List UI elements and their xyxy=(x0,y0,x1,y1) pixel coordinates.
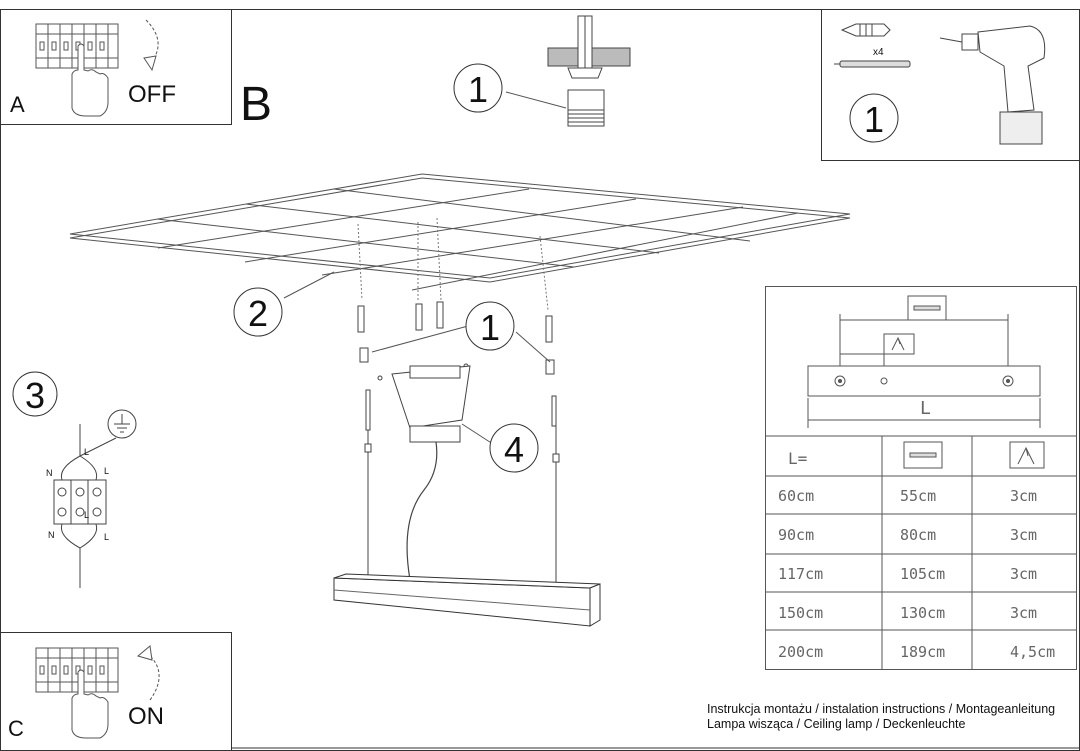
wall-plug-icon xyxy=(840,23,891,37)
callout-ceiling xyxy=(233,287,283,337)
panel-a-switch-off: A OFF xyxy=(0,9,232,125)
screw-icon xyxy=(834,60,911,68)
panel-c-switch-on: C ON xyxy=(0,632,232,751)
ceiling-leader xyxy=(283,271,335,299)
panel-b-letter: B xyxy=(240,78,272,131)
dimension-panel: L xyxy=(765,286,1077,670)
table-cell-r3-c2: 105cm xyxy=(900,565,945,583)
terminal-block-diagram xyxy=(53,424,117,588)
footer-text: Instrukcja montażu / instalation instruc… xyxy=(707,702,1055,732)
table-cell-r3-c3: 3cm xyxy=(1010,565,1037,583)
hanger-icon xyxy=(891,336,905,351)
status-off-label: OFF xyxy=(128,81,176,108)
power-cable xyxy=(406,441,438,581)
table-cell-r5-c3: 4,5cm xyxy=(1010,643,1055,661)
panel-a-letter: A xyxy=(10,92,25,117)
callout-wiring xyxy=(12,371,58,417)
callout-anchor-detail-number: 1 xyxy=(468,69,488,110)
table-cell-r2-c2: 80cm xyxy=(900,526,936,544)
arrow-up-icon xyxy=(145,651,160,701)
callout-anchors-number: 1 xyxy=(480,307,500,348)
table-cell-r4-c1: 150cm xyxy=(778,604,823,622)
table-cell-r2-c1: 90cm xyxy=(778,526,814,544)
table-cell-r1-c1: 60cm xyxy=(778,487,814,505)
hanger-icon xyxy=(1009,441,1045,469)
table-cell-r1-c2: 55cm xyxy=(900,487,936,505)
breaker-panel-icon xyxy=(35,647,119,693)
ceiling-lamp-body xyxy=(333,573,601,627)
size-table: L= xyxy=(765,435,1076,670)
callout-anchors xyxy=(465,301,515,351)
hand-icon xyxy=(71,669,109,739)
footer-line-1: Instrukcja montażu / instalation instruc… xyxy=(707,702,1056,716)
size-table-rows: 60cm 55cm 3cm 90cm 80cm 3cm 117cm 105cm 3cm 150cm… xyxy=(778,487,1055,661)
length-label: L xyxy=(920,398,931,419)
hand-icon xyxy=(71,43,109,117)
anchor-detail xyxy=(505,15,631,127)
table-cell-r1-c3: 3cm xyxy=(1010,487,1037,505)
callout-junction-box-number: 4 xyxy=(504,429,524,470)
drill-guide-lines xyxy=(357,217,549,311)
status-on-label: ON xyxy=(128,703,164,730)
callout-junction-box xyxy=(489,423,539,473)
screw-icon xyxy=(903,441,943,469)
screw-icon xyxy=(913,305,941,311)
wire-label-l-mid: L xyxy=(84,510,89,520)
wire-label-n-top: N xyxy=(46,468,53,478)
callout-anchor-detail xyxy=(453,63,503,113)
drill-icon xyxy=(939,25,1046,145)
callout-ceiling-number: 2 xyxy=(248,293,268,334)
wire-label-n-bottom: N xyxy=(48,530,55,540)
footer-line-2: Lampa wisząca / Ceiling lamp / Deckenleu… xyxy=(707,717,966,731)
panel-c-letter: C xyxy=(8,716,24,741)
table-cell-r3-c1: 117cm xyxy=(778,565,823,583)
ground-symbol-icon xyxy=(107,409,137,439)
breaker-panel-icon xyxy=(35,23,119,69)
table-cell-r4-c2: 130cm xyxy=(900,604,945,622)
table-header-length: L= xyxy=(788,449,807,468)
callout-tools-number: 1 xyxy=(864,99,884,140)
callout-wiring-number: 3 xyxy=(25,375,45,416)
tools-panel: x4 1 xyxy=(821,9,1080,161)
callout-tools xyxy=(849,93,899,143)
table-cell-r5-c1: 200cm xyxy=(778,643,823,661)
table-cell-r5-c2: 189cm xyxy=(900,643,945,661)
table-cell-r2-c3: 3cm xyxy=(1010,526,1037,544)
wire-label-l-bottom: L xyxy=(104,532,109,542)
wire-label-l-top-left: L xyxy=(84,447,89,457)
ceiling-grid xyxy=(69,173,851,291)
table-cell-r4-c3: 3cm xyxy=(1010,604,1037,622)
mounting-bracket xyxy=(391,365,471,443)
plug-count: x4 xyxy=(873,47,884,58)
anchor-leaders xyxy=(371,325,551,363)
wire-label-l-top-right: L xyxy=(104,466,109,476)
suspension-wires xyxy=(364,426,560,584)
